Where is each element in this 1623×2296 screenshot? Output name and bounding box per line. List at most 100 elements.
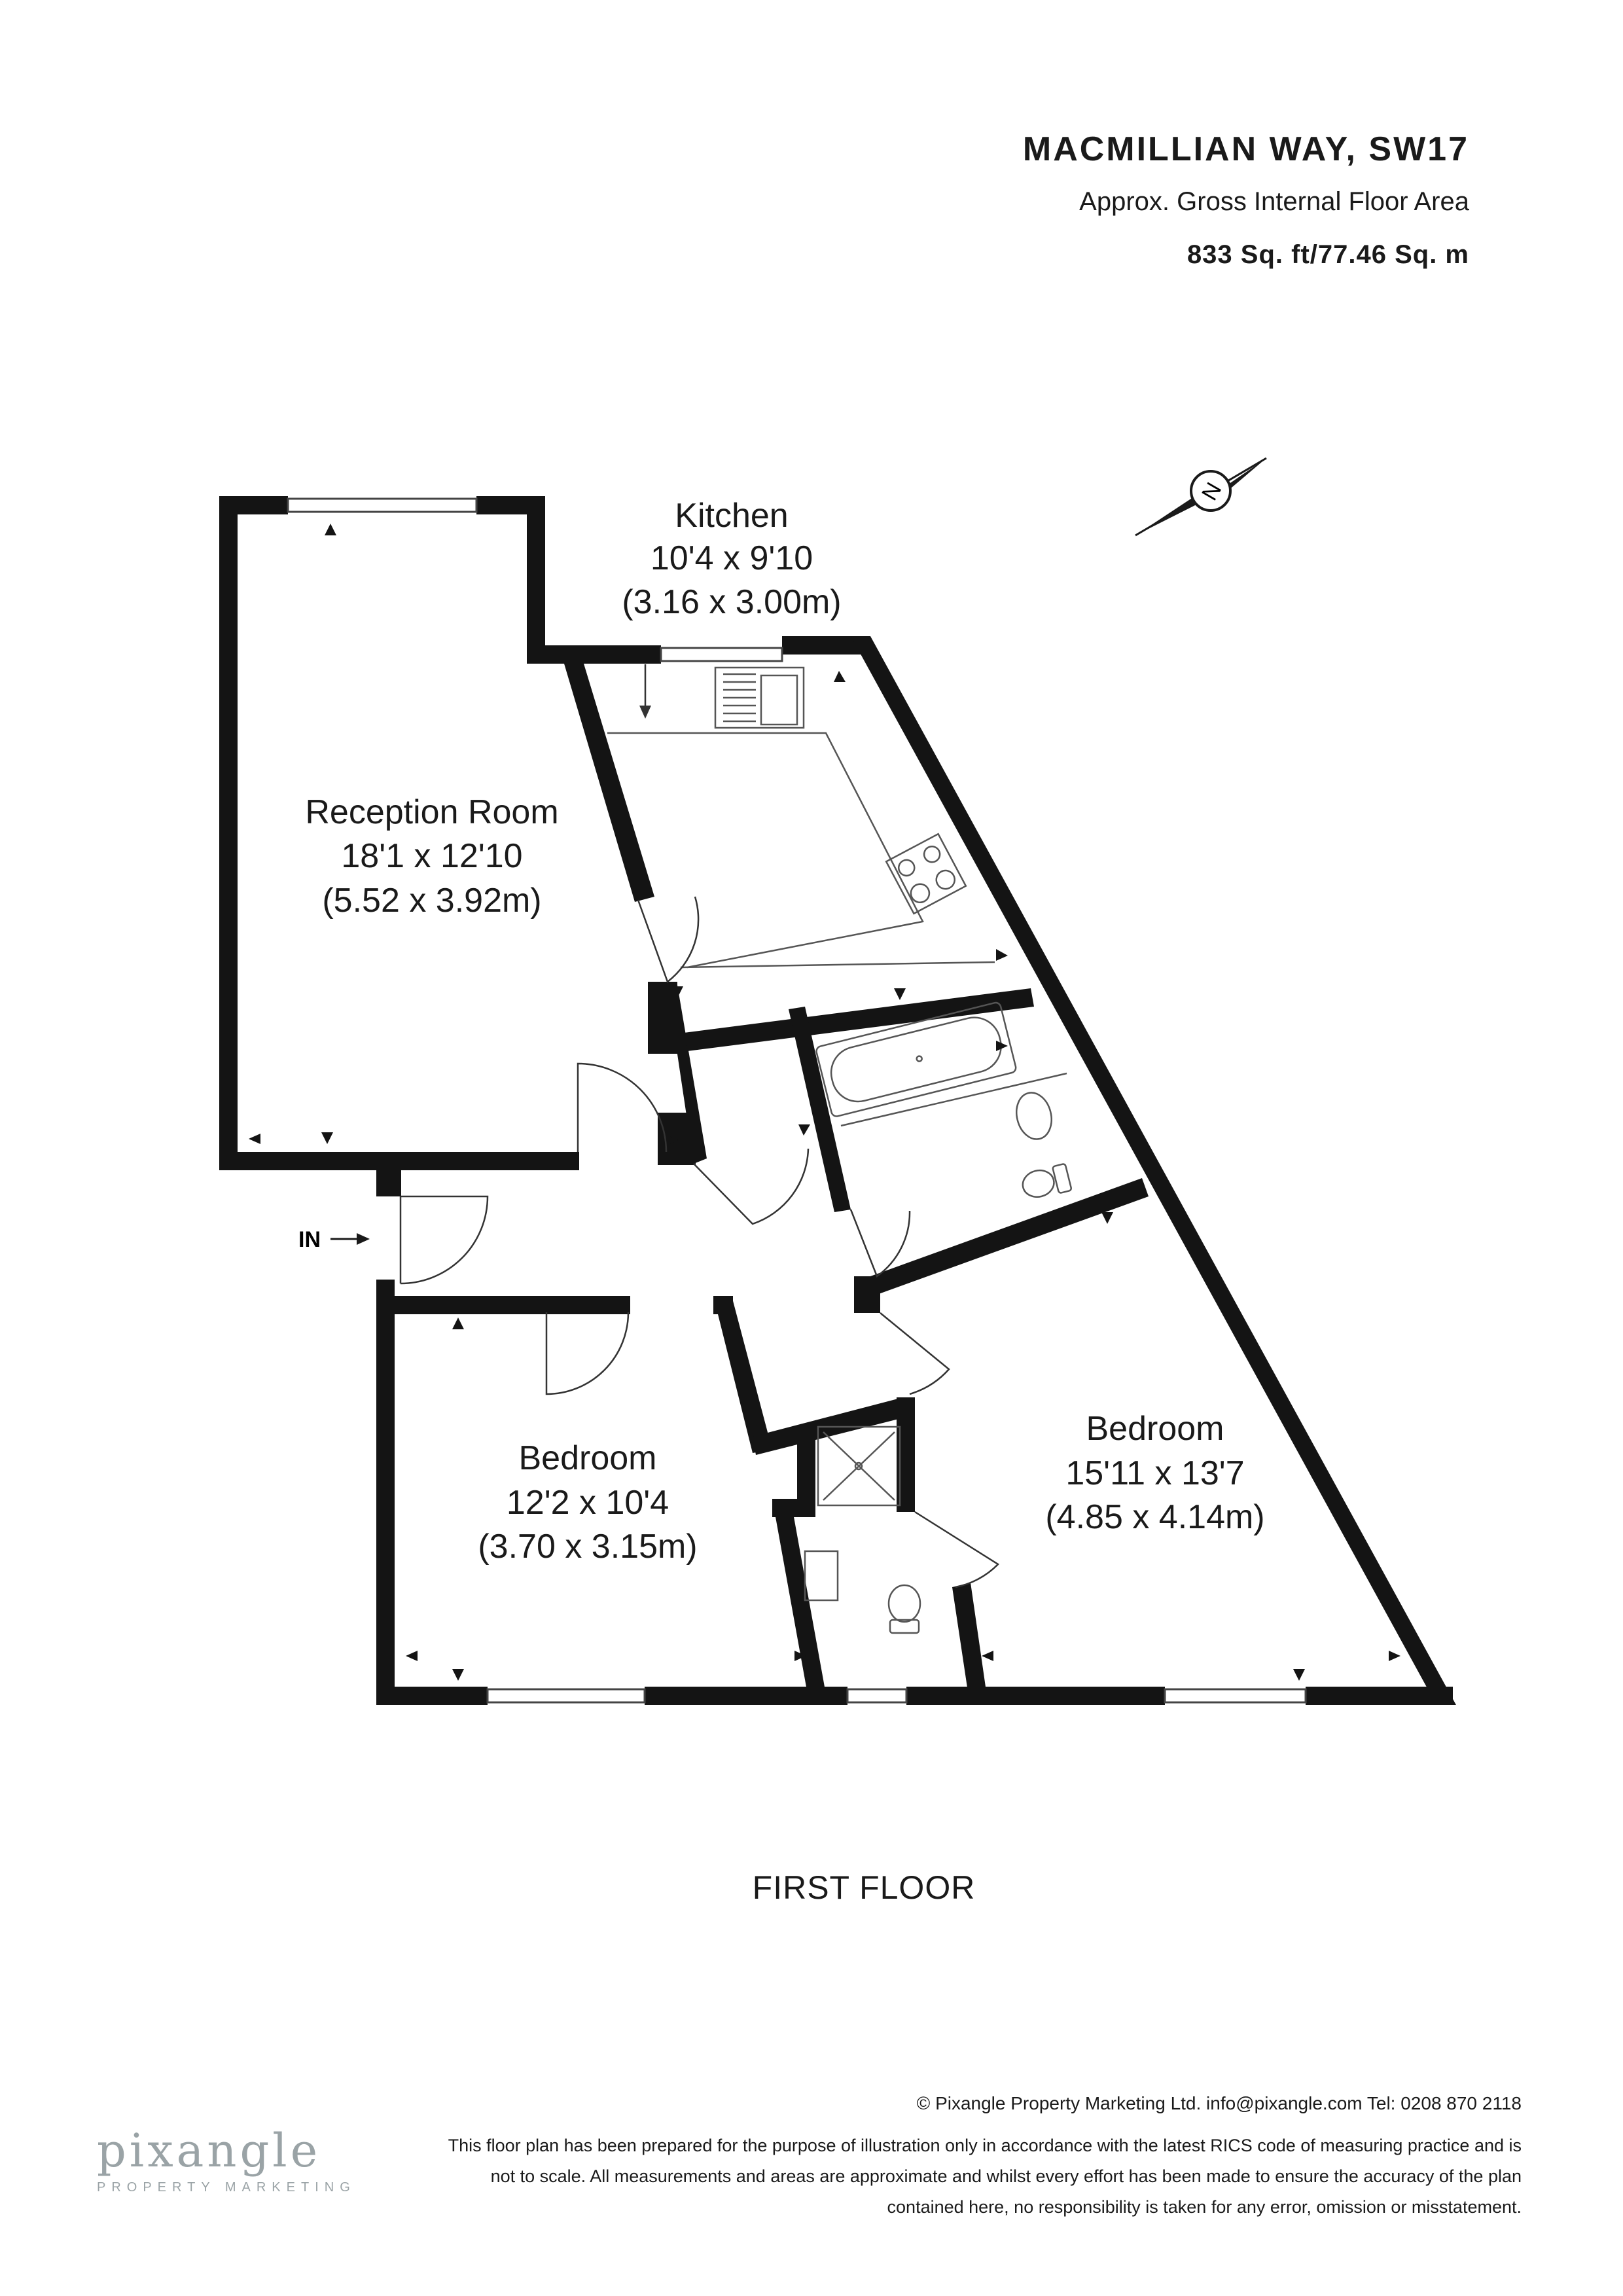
marker bbox=[1389, 1651, 1400, 1661]
hall-door bbox=[849, 1209, 911, 1278]
bedroom1-name: Bedroom bbox=[519, 1439, 657, 1477]
entrance-arrow-icon bbox=[357, 1233, 370, 1245]
shower-tray-icon bbox=[817, 1426, 901, 1507]
bedroom2-imperial: 15'11 x 13'7 bbox=[1065, 1454, 1244, 1492]
reception-name: Reception Room bbox=[305, 793, 558, 831]
kitchen-north-wall-a bbox=[527, 645, 661, 664]
ensuite-window bbox=[846, 1688, 908, 1704]
kitchen-imperial: 10'4 x 9'10 bbox=[651, 539, 813, 577]
logo-wordmark: pixangle bbox=[97, 2124, 321, 2178]
disclaimer: This floor plan has been prepared for th… bbox=[357, 2130, 1522, 2223]
bedroom1-west-wall bbox=[376, 1280, 395, 1705]
south-wall-a bbox=[376, 1687, 488, 1705]
reception-north-wall-a bbox=[219, 496, 288, 514]
bath-edge-line bbox=[840, 1072, 1067, 1127]
reception-door bbox=[577, 1062, 668, 1153]
kitchen-window bbox=[660, 647, 783, 662]
ensuite-basin-icon bbox=[804, 1550, 839, 1602]
wall-stub bbox=[658, 1113, 696, 1165]
property-title: MACMILLIAN WAY, SW17 bbox=[1022, 130, 1469, 168]
marker bbox=[798, 1124, 810, 1136]
bedroom2-name: Bedroom bbox=[1086, 1410, 1224, 1448]
marker bbox=[996, 949, 1008, 961]
marker bbox=[406, 1651, 418, 1661]
marker bbox=[667, 1135, 679, 1145]
bedroom1-door bbox=[545, 1312, 630, 1395]
basin-icon bbox=[1016, 1092, 1052, 1140]
east-diagonal-wall bbox=[851, 636, 1456, 1705]
bath-icon bbox=[815, 1001, 1017, 1117]
marker bbox=[1101, 1212, 1113, 1224]
toilet-icon bbox=[1022, 1163, 1072, 1198]
entrance-indicator: IN bbox=[298, 1227, 370, 1252]
floor-area: 833 Sq. ft/77.46 Sq. m bbox=[1186, 240, 1469, 269]
copyright-line: © Pixangle Property Marketing Ltd. info@… bbox=[916, 2093, 1522, 2113]
header: MACMILLIAN WAY, SW17 Approx. Gross Inter… bbox=[1023, 130, 1469, 270]
ensuite-west-wall-lower bbox=[772, 1499, 828, 1705]
bathroom-door bbox=[693, 1148, 810, 1225]
marker bbox=[1293, 1669, 1305, 1681]
bedroom1-metric: (3.70 x 3.15m) bbox=[478, 1528, 697, 1566]
sink-icon bbox=[714, 666, 805, 729]
marker bbox=[325, 524, 336, 535]
ensuite-east-wall-lower bbox=[952, 1583, 988, 1705]
marker bbox=[452, 1318, 464, 1329]
disclaimer-line: contained here, no responsibility is tak… bbox=[887, 2197, 1522, 2217]
bedroom1-north-wall-a bbox=[376, 1296, 630, 1314]
bedroom1-east-wall bbox=[713, 1296, 772, 1453]
pixangle-logo: pixangle PROPERTY MARKETING bbox=[97, 2124, 356, 2195]
reception-east-upper-wall bbox=[527, 496, 545, 664]
wall-pier bbox=[648, 982, 677, 1054]
south-wall-c bbox=[906, 1687, 1165, 1705]
kitchen-door bbox=[637, 896, 700, 984]
reception-south-wall bbox=[219, 1152, 579, 1170]
bedroom2-door bbox=[880, 1312, 950, 1395]
doors bbox=[399, 896, 999, 1588]
marker bbox=[671, 986, 683, 998]
area-caption: Approx. Gross Internal Floor Area bbox=[1079, 187, 1469, 216]
disclaimer-line: not to scale. All measurements and areas… bbox=[490, 2166, 1522, 2186]
kitchen-metric: (3.16 x 3.00m) bbox=[622, 583, 841, 621]
kitchen-worktop-south bbox=[680, 961, 995, 969]
marker bbox=[321, 1132, 333, 1144]
marker bbox=[982, 1651, 993, 1661]
sink-bowl bbox=[760, 674, 798, 726]
reception-metric: (5.52 x 3.92m) bbox=[322, 882, 541, 920]
reception-west-wall bbox=[219, 496, 238, 1170]
disclaimer-line: This floor plan has been prepared for th… bbox=[448, 2136, 1522, 2155]
fixtures bbox=[607, 666, 1072, 1634]
entrance-jamb bbox=[376, 1170, 401, 1196]
floor-label: FIRST FLOOR bbox=[752, 1869, 976, 1906]
marker bbox=[996, 1041, 1008, 1051]
ceiling-height-indicator bbox=[639, 664, 651, 719]
room-labels: Kitchen 10'4 x 9'10 (3.16 x 3.00m) Recep… bbox=[305, 497, 1264, 1566]
entrance-door bbox=[400, 1195, 489, 1285]
south-wall-d bbox=[1306, 1687, 1453, 1705]
kitchen-west-wall bbox=[564, 664, 654, 902]
bedroom1-window bbox=[486, 1688, 646, 1704]
windows bbox=[287, 497, 1307, 1704]
south-wall-b bbox=[645, 1687, 847, 1705]
kitchen-worktop bbox=[607, 732, 924, 969]
reception-imperial: 18'1 x 12'10 bbox=[341, 837, 522, 875]
bedroom2-window bbox=[1164, 1688, 1307, 1704]
ensuite-toilet-icon bbox=[887, 1584, 921, 1634]
walls bbox=[219, 496, 1456, 1705]
bath-west-wall bbox=[789, 1007, 851, 1212]
bedroom2-north-wall bbox=[870, 1178, 1149, 1295]
kitchen-name: Kitchen bbox=[675, 497, 788, 535]
compass-icon: N bbox=[1135, 457, 1267, 537]
floor-plan: N bbox=[219, 457, 1456, 1705]
logo-tagline: PROPERTY MARKETING bbox=[97, 2180, 356, 2195]
bedroom2-metric: (4.85 x 4.14m) bbox=[1045, 1498, 1264, 1536]
marker bbox=[249, 1134, 260, 1144]
radiator-markers bbox=[249, 524, 1400, 1681]
hob-icon bbox=[885, 833, 967, 915]
bedroom1-imperial: 12'2 x 10'4 bbox=[507, 1484, 669, 1522]
marker bbox=[452, 1669, 464, 1681]
marker bbox=[794, 1651, 806, 1661]
ensuite-door bbox=[914, 1511, 999, 1588]
bedroom2-corner-wall bbox=[854, 1276, 880, 1313]
reception-window bbox=[287, 497, 478, 513]
marker bbox=[894, 988, 906, 1000]
